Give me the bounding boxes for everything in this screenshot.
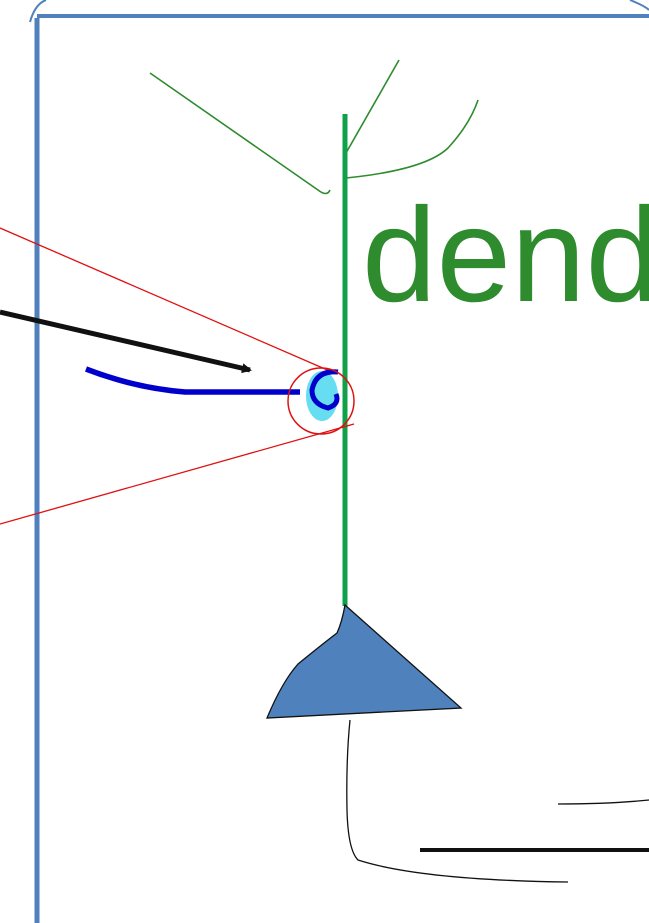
- apical-tuft-branches: [149, 59, 479, 195]
- synapse-highlight-circle: [287, 367, 355, 435]
- callout-line-top: [0, 227, 333, 373]
- soma: [266, 603, 463, 719]
- frame-top-right-curl: [629, 0, 649, 11]
- tuft-branch-right: [345, 99, 479, 179]
- zoom-callout: [0, 227, 355, 525]
- tuft-branch-left: [149, 72, 331, 195]
- callout-line-bottom: [0, 423, 355, 525]
- basal-dendrite: [346, 719, 569, 883]
- dendrite-label: dend: [362, 181, 649, 330]
- synapse: [287, 367, 355, 435]
- frame-top-left-curl: [29, 0, 47, 23]
- incoming-axon: [85, 366, 300, 395]
- pointer-arrow: [0, 309, 252, 374]
- horizontal-line-thin: [557, 799, 649, 805]
- synapse-terminal: [309, 369, 340, 411]
- slide-frame: [29, 0, 649, 923]
- tuft-branch-middle: [345, 59, 400, 154]
